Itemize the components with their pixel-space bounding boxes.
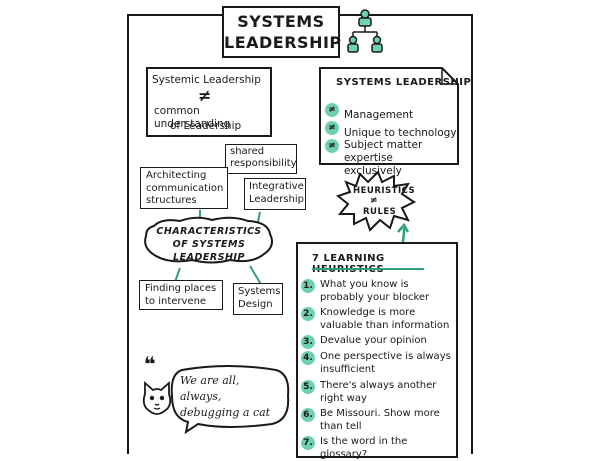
frame-right-line [471, 14, 473, 454]
learning-item-6: 6. Be Missouri. Show more than tell [301, 408, 453, 433]
learning-text-2: Knowledge is more valuable than informat… [320, 307, 450, 331]
learning-text-6: Be Missouri. Show more than tell [320, 408, 440, 432]
learning-heading-underline [312, 268, 424, 270]
systemic-line1: Systemic Leadership [152, 74, 261, 86]
learning-num-7: 7. [301, 436, 315, 450]
learning-item-3: 3. Devalue your opinion [301, 335, 453, 349]
heuristics-neq: ≠ [370, 196, 378, 206]
learning-item-2: 2. Knowledge is more valuable than inform… [301, 307, 453, 332]
sl-item-2: ≠ Unique to technology [325, 121, 457, 140]
systemic-leadership-box: Systemic Leadership ≠ common understandi… [146, 67, 272, 137]
quote-text: We are all, always, debugging a cat [180, 374, 271, 419]
finding-places-node: Finding places to intervene [139, 280, 223, 310]
sl-item-3: ≠ Subject matter expertise exclusively [325, 139, 450, 178]
sl-item-1: ≠ Management [325, 103, 413, 122]
learning-text-7: Is the word in the glossary? [320, 436, 408, 460]
learning-item-1: 1. What you know is probably your blocker [301, 279, 453, 304]
architecting-node: Architecting communication structures [140, 167, 228, 209]
learning-num-1: 1. [301, 279, 315, 293]
shared-responsibility-text: shared responsibility [230, 146, 297, 169]
learning-text-4: One perspective is always insufficient [320, 351, 451, 375]
sl-item-text-1: Management [344, 109, 414, 121]
learning-text-5: There's always another right way [320, 380, 437, 404]
learning-heading: 7 LEARNING HEURISTICS [312, 253, 385, 275]
title-line1: SYSTEMS [237, 12, 325, 31]
learning-num-2: 2. [301, 307, 315, 321]
characteristics-cloud [144, 216, 273, 264]
org-chart-icon [347, 9, 383, 53]
sl-neq-badge-1: ≠ [325, 103, 339, 117]
integrative-node: Integrative Leadership [244, 178, 306, 210]
sl-neq-badge-3: ≠ [325, 139, 339, 153]
sl-box-outline [319, 67, 459, 165]
learning-text-3: Devalue your opinion [320, 335, 427, 346]
not-equal-symbol: ≠ [198, 86, 212, 105]
learning-num-5: 5. [301, 380, 315, 394]
architecting-text: Architecting communication structures [146, 170, 224, 206]
sl-item-text-3: Subject matter expertise exclusively [344, 139, 423, 177]
finding-places-text: Finding places to intervene [145, 283, 217, 307]
learning-num-3: 3. [301, 335, 315, 349]
heuristics-burst-shape [336, 170, 416, 232]
learning-heuristics-box: 7 LEARNING HEURISTICS [296, 242, 458, 458]
systems-design-text: Systems Design [238, 286, 281, 310]
systems-design-node: Systems Design [233, 283, 283, 315]
speech-bubble [170, 365, 290, 434]
quote-mark: ❝ [144, 352, 156, 376]
learning-text-1: What you know is probably your blocker [320, 279, 430, 303]
systemic-line2: common understanding [154, 105, 231, 130]
title-box: SYSTEMS LEADERSHIP [222, 6, 342, 58]
learning-item-5: 5. There's always another right way [301, 380, 453, 405]
learning-item-4: 4. One perspective is always insufficient [301, 351, 453, 376]
title-line2: LEADERSHIP [224, 33, 342, 52]
integrative-text: Integrative Leadership [249, 181, 304, 205]
shared-responsibility-node: shared responsibility [225, 144, 297, 174]
frame-left-line [127, 14, 129, 454]
cat-icon [142, 381, 172, 415]
learning-num-4: 4. [301, 351, 315, 365]
learning-item-7: 7. Is the word in the glossary? [301, 436, 453, 461]
learning-num-6: 6. [301, 408, 315, 422]
heuristics-line1: HEURISTICS [353, 186, 416, 196]
sl-neq-badge-2: ≠ [325, 121, 339, 135]
systemic-line3: of Leadership [170, 120, 242, 132]
heuristics-line2: RULES [363, 207, 397, 217]
sl-item-text-2: Unique to technology [344, 127, 457, 139]
characteristics-center-text: CHARACTERISTICS OF SYSTEMS LEADERSHIP [156, 226, 262, 263]
sl-heading: SYSTEMS LEADERSHIP [336, 77, 472, 88]
